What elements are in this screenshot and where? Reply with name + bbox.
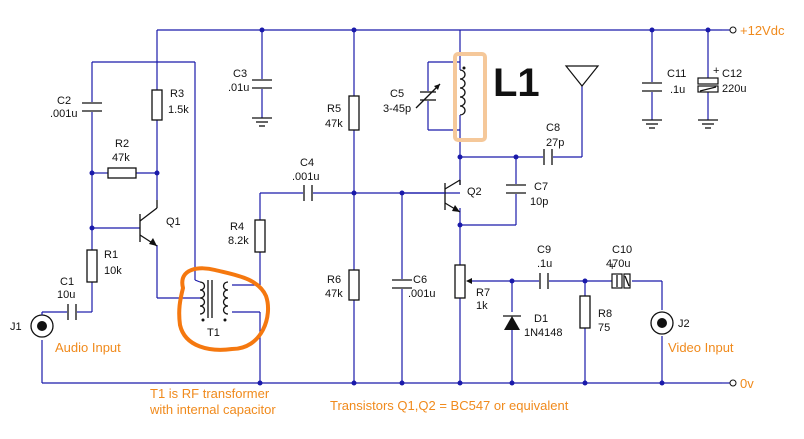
c6-value: .001u: [408, 288, 436, 300]
transistor-note: Transistors Q1,Q2 = BC547 or equivalent: [330, 398, 569, 413]
c12-value: 220u: [722, 83, 746, 95]
wires: [41, 29, 722, 384]
r1-ref: R1: [104, 249, 118, 261]
capacitor-c3: C3 .01u: [228, 68, 272, 94]
d1-value: 1N4148: [524, 327, 563, 339]
t1-ref: T1: [207, 327, 220, 339]
d1-ref: D1: [534, 313, 548, 325]
electrolytic-capacitor-c10: + C10 470u: [606, 244, 632, 289]
t1-note-line2: with internal capacitor: [149, 402, 276, 417]
c4-ref: C4: [300, 157, 314, 169]
diode-d1: D1 1N4148: [503, 313, 563, 339]
c2-ref: C2: [57, 95, 71, 107]
c10-value: 470u: [606, 258, 630, 270]
r1-value: 10k: [104, 265, 122, 277]
c5-value: 3-45p: [383, 103, 411, 115]
resistor-r8: R8 75: [579, 295, 612, 334]
r2-ref: R2: [115, 138, 129, 150]
c7-value: 10p: [530, 196, 548, 208]
c8-ref: C8: [546, 122, 560, 134]
t1-note-line1: T1 is RF transformer: [150, 386, 270, 401]
c1-value: 10u: [57, 289, 75, 301]
r8-ref: R8: [598, 308, 612, 320]
junctions: [89, 27, 711, 386]
c3-ref: C3: [233, 68, 247, 80]
c1-ref: C1: [60, 276, 74, 288]
c7-ref: C7: [534, 181, 548, 193]
electrolytic-capacitor-c12: + C12 220u: [697, 65, 746, 95]
capacitor-c1: C1 10u: [57, 276, 77, 321]
jack-j2: J2: [650, 311, 690, 335]
capacitor-c11: C11 .1u: [642, 68, 686, 96]
c11-ref: C11: [667, 68, 686, 80]
q2-ref: Q2: [467, 186, 482, 198]
ground-label: 0v: [740, 376, 754, 391]
potentiometer-r7: R7 1k: [454, 264, 490, 312]
transistor-q2: Q2: [402, 179, 482, 213]
supply-terminal: +12Vdc: [722, 23, 785, 38]
c9-value: .1u: [537, 258, 552, 270]
c10-ref: C10: [612, 244, 632, 256]
r7-ref: R7: [476, 287, 490, 299]
c11-value: .1u: [670, 84, 685, 96]
r7-value: 1k: [476, 300, 488, 312]
resistor-r6: R6 47k: [325, 269, 360, 301]
video-input-label: Video Input: [668, 340, 734, 355]
resistor-r3: R3 1.5k: [151, 88, 189, 121]
resistor-r5: R5 47k: [325, 95, 360, 131]
r6-value: 47k: [325, 288, 343, 300]
r2-value: 47k: [112, 152, 130, 164]
capacitor-c7: C7 10p: [506, 181, 548, 208]
c9-ref: C9: [537, 244, 551, 256]
c3-value: .01u: [228, 82, 249, 94]
capacitor-c6: C6 .001u: [392, 274, 436, 300]
ground-symbol-c12: [698, 119, 718, 129]
ground-terminal: 0v: [722, 376, 754, 391]
r3-ref: R3: [170, 88, 184, 100]
capacitor-c8: C8 27p: [543, 122, 564, 166]
c6-ref: C6: [413, 274, 427, 286]
j1-ref: J1: [10, 321, 22, 333]
r5-ref: R5: [327, 103, 341, 115]
capacitor-c4: C4 .001u: [292, 157, 320, 202]
ground-symbol-c11: [642, 119, 662, 129]
inductor-l1: L1: [459, 61, 540, 130]
r8-value: 75: [598, 322, 610, 334]
transistor-q1: Q1: [139, 200, 181, 247]
j2-ref: J2: [678, 318, 690, 330]
transformer-t1: T1: [194, 279, 229, 339]
resistor-r2: R2 47k: [107, 138, 137, 179]
t1-highlight-ring: [177, 266, 271, 352]
r6-ref: R6: [327, 274, 341, 286]
c2-value: .001u: [50, 108, 78, 120]
capacitor-c9: C9 .1u: [537, 244, 552, 290]
c12-plus: +: [713, 65, 719, 77]
jack-j1: J1: [10, 312, 54, 338]
c10-plus: +: [609, 261, 615, 273]
l1-highlight-box: [453, 52, 487, 142]
c8-value: 27p: [546, 137, 564, 149]
l1-ref: L1: [493, 61, 540, 105]
capacitor-c2: C2 .001u: [50, 95, 104, 120]
ground-symbol-c3: [252, 117, 272, 127]
c4-value: .001u: [292, 171, 320, 183]
resistor-r4: R4 8.2k: [228, 219, 266, 253]
c5-ref: C5: [390, 88, 404, 100]
r4-value: 8.2k: [228, 235, 249, 247]
c12-ref: C12: [722, 68, 742, 80]
supply-label: +12Vdc: [740, 23, 785, 38]
variable-capacitor-c5: C5 3-45p: [383, 83, 441, 115]
r5-value: 47k: [325, 118, 343, 130]
r4-ref: R4: [230, 221, 244, 233]
resistor-r1: R1 10k: [86, 249, 122, 283]
r3-value: 1.5k: [168, 104, 189, 116]
q1-ref: Q1: [166, 216, 181, 228]
audio-input-label: Audio Input: [55, 340, 121, 355]
antenna-icon: [564, 65, 600, 87]
